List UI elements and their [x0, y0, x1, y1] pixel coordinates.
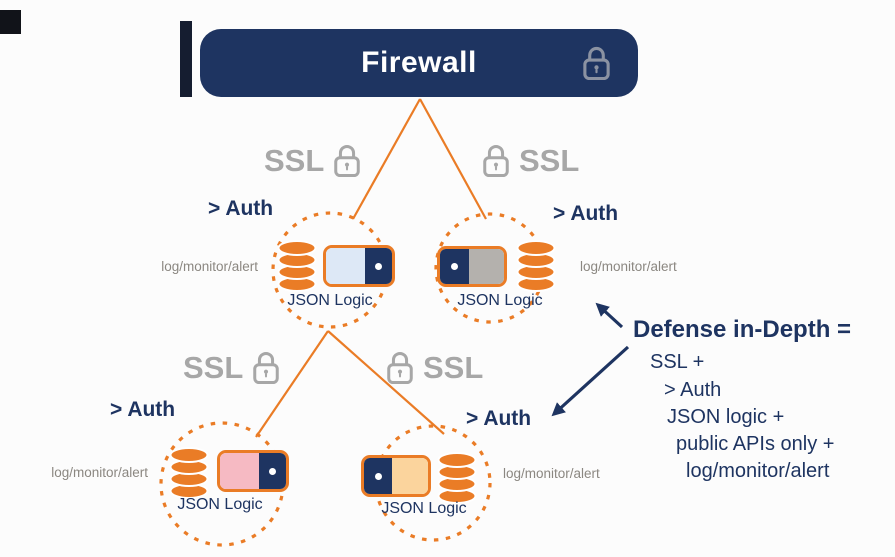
json-logic-label: JSON Logic [177, 496, 263, 513]
json-logic-label: JSON Logic [457, 292, 543, 309]
server-box-top-left [323, 245, 395, 287]
auth-label-bottom-left: > Auth [110, 398, 176, 421]
tree-link-node1-left [255, 330, 329, 438]
auth-label-top-left: > Auth [208, 197, 274, 220]
server-box-bottom-left [217, 450, 289, 492]
node-circle-bottom-right [374, 424, 492, 542]
database-icon [516, 240, 556, 292]
tree-link-node1-right [327, 330, 445, 435]
lock-icon [332, 142, 362, 179]
tree-link-firewall-right [419, 98, 487, 220]
ssl-label-bottom-left: SSL [183, 349, 281, 386]
json-logic-label: JSON Logic [287, 292, 373, 309]
json-logic-label: JSON Logic [381, 500, 467, 517]
defense-arrows [551, 302, 630, 417]
screen-artifact-mark [0, 10, 21, 34]
server-panel [326, 248, 365, 284]
server-panel [220, 453, 259, 489]
tree-links [255, 98, 487, 438]
ssl-label-top-right: SSL [481, 142, 579, 179]
lock-icon [385, 349, 415, 386]
server-panel [392, 458, 428, 494]
arrow-to-bottom-right-node [551, 345, 630, 417]
ssl-text: SSL [423, 350, 484, 385]
firewall-label: Firewall [361, 46, 477, 79]
database-icon [437, 452, 477, 504]
defense-line-ssl: SSL + [650, 351, 705, 373]
lock-icon [251, 349, 281, 386]
server-port [259, 453, 286, 489]
log-label-bottom-left: log/monitor/alert [51, 465, 148, 480]
ssl-text: SSL [183, 350, 244, 385]
server-box-bottom-right [361, 455, 431, 497]
tree-link-firewall-left [352, 98, 421, 220]
screen-artifact-mark [180, 21, 192, 97]
server-box-top-right [437, 246, 507, 287]
log-label-top-right: log/monitor/alert [580, 259, 677, 274]
firewall-box: Firewall [200, 29, 638, 97]
database-icon [277, 240, 317, 292]
server-port [364, 458, 392, 494]
defense-line-auth: > Auth [664, 379, 722, 401]
auth-label-top-right: > Auth [553, 202, 619, 225]
log-label-top-left: log/monitor/alert [161, 259, 258, 274]
defense-line-log: log/monitor/alert [686, 460, 830, 482]
defense-line-json: JSON logic + [667, 406, 785, 428]
port-dot [269, 467, 276, 475]
ssl-label-bottom-right: SSL [385, 349, 483, 386]
log-label-bottom-right: log/monitor/alert [503, 466, 600, 481]
database-icon [169, 447, 209, 499]
auth-label-bottom-right: > Auth [466, 407, 532, 430]
server-port [365, 248, 392, 284]
server-port [440, 249, 469, 284]
defense-line-apis: public APIs only + [676, 433, 835, 455]
defense-title: Defense in-Depth = [633, 316, 852, 343]
port-dot [451, 263, 458, 270]
ssl-label-top-left: SSL [264, 142, 362, 179]
port-dot [375, 262, 382, 270]
lock-icon [481, 142, 511, 179]
ssl-text: SSL [264, 143, 325, 178]
server-panel [469, 249, 504, 284]
lock-icon [581, 44, 612, 82]
arrow-to-top-right-node [595, 302, 624, 329]
ssl-text: SSL [519, 143, 580, 178]
port-dot [374, 472, 382, 480]
